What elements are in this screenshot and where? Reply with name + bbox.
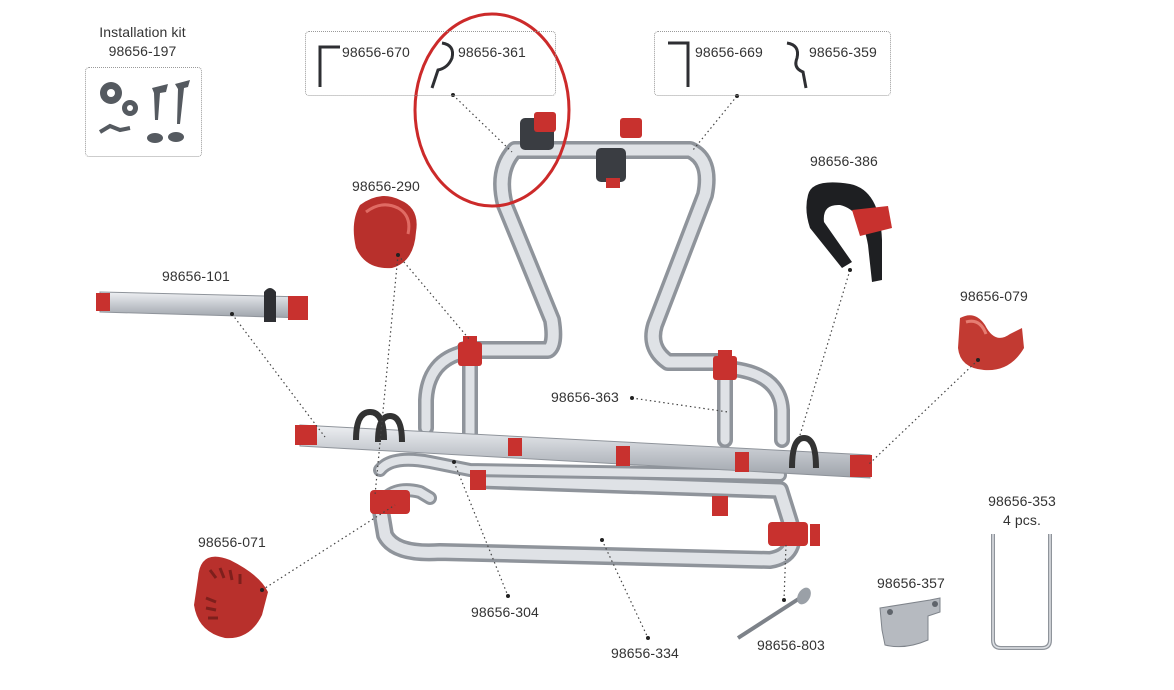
label-98656-353-quantity: 4 pcs. [1003,512,1041,528]
installation-kit-icons [98,80,190,143]
nut-icon-2 [168,132,184,142]
part-803-bolt [736,587,811,640]
installation-kit-box [85,67,202,157]
main-rail [295,408,872,479]
top-right-holder-box [654,31,891,96]
label-98656-101: 98656-101 [162,268,230,284]
part-071-wheel-holder [194,556,268,639]
label-98656-669: 98656-669 [695,44,763,60]
label-98656-803: 98656-803 [757,637,825,653]
label-98656-386: 98656-386 [810,153,878,169]
label-98656-079: 98656-079 [960,288,1028,304]
part-357-bracket [879,597,941,648]
part-101-rail [96,288,308,322]
frame-red-clamps [370,118,820,546]
installation-kit-code: 98656-197 [108,43,177,59]
label-98656-357: 98656-357 [877,575,945,591]
label-98656-071: 98656-071 [198,534,266,550]
part-079-holder [958,315,1024,371]
label-98656-304: 98656-304 [471,604,539,620]
part-290-knob [353,196,417,269]
part-386-strap [806,182,892,282]
leader-lines [231,94,979,639]
label-98656-361: 98656-361 [458,44,526,60]
label-98656-363: 98656-363 [551,389,619,405]
nut-icon [147,133,163,143]
screw-icon-long [175,80,190,124]
part-361-shape [430,41,454,89]
part-353-u-bolt [991,534,1052,650]
label-98656-334: 98656-334 [611,645,679,661]
chain-icon [98,123,131,134]
top-left-holder-box [305,31,556,96]
part-670-shape [318,45,340,87]
label-98656-359: 98656-359 [809,44,877,60]
label-98656-353: 98656-353 [988,493,1056,509]
screw-icon [152,84,168,120]
label-98656-670: 98656-670 [342,44,410,60]
top-bike-holders [520,112,626,188]
installation-kit-title: Installation kit [99,24,186,40]
part-359-shape [786,41,808,89]
part-669-shape [668,41,690,87]
highlight-circle [413,12,571,208]
label-98656-290: 98656-290 [352,178,420,194]
